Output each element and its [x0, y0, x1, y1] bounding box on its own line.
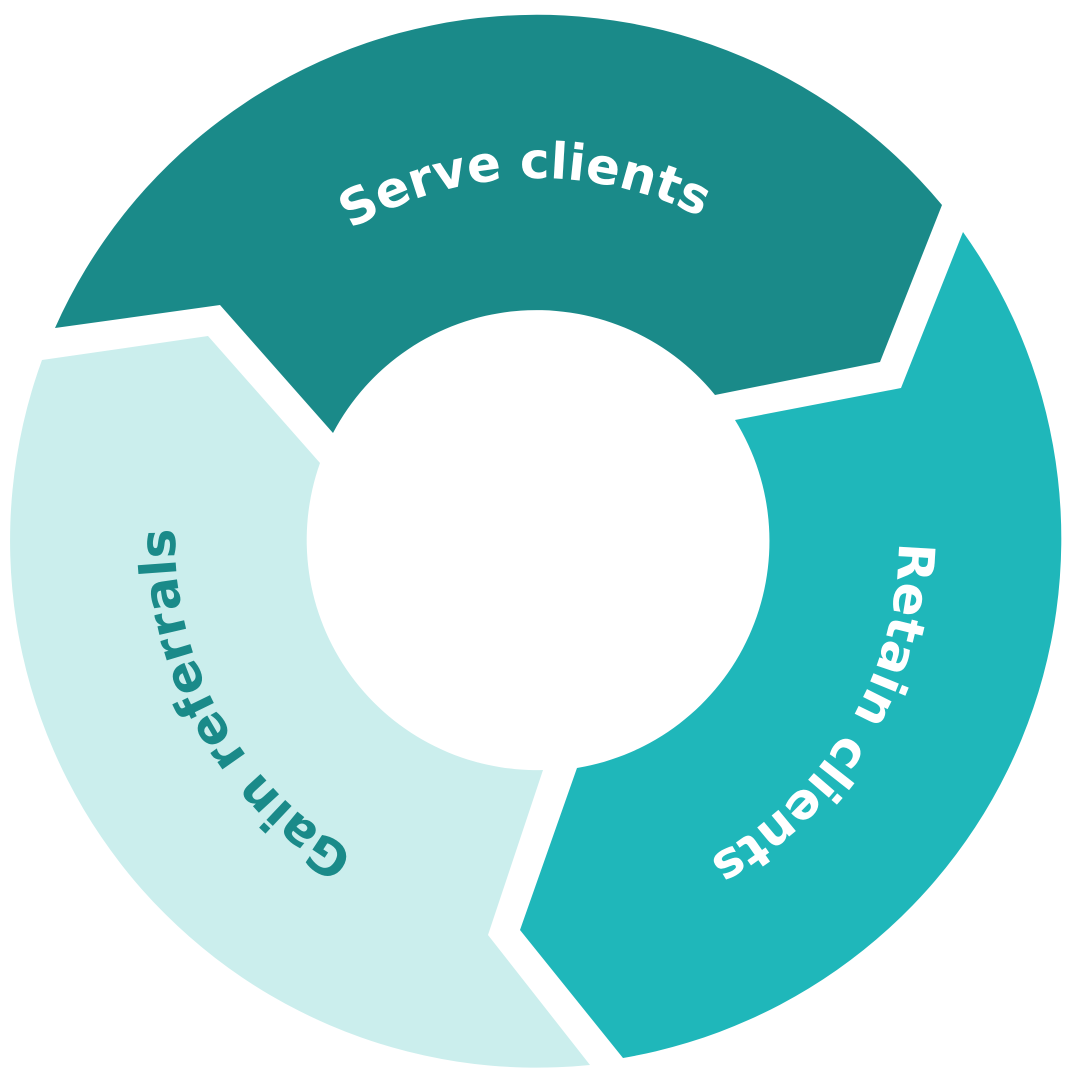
segment-retain-clients [520, 232, 1062, 1058]
segment-serve-clients [55, 14, 942, 434]
segment-gain-referrals [10, 336, 591, 1068]
